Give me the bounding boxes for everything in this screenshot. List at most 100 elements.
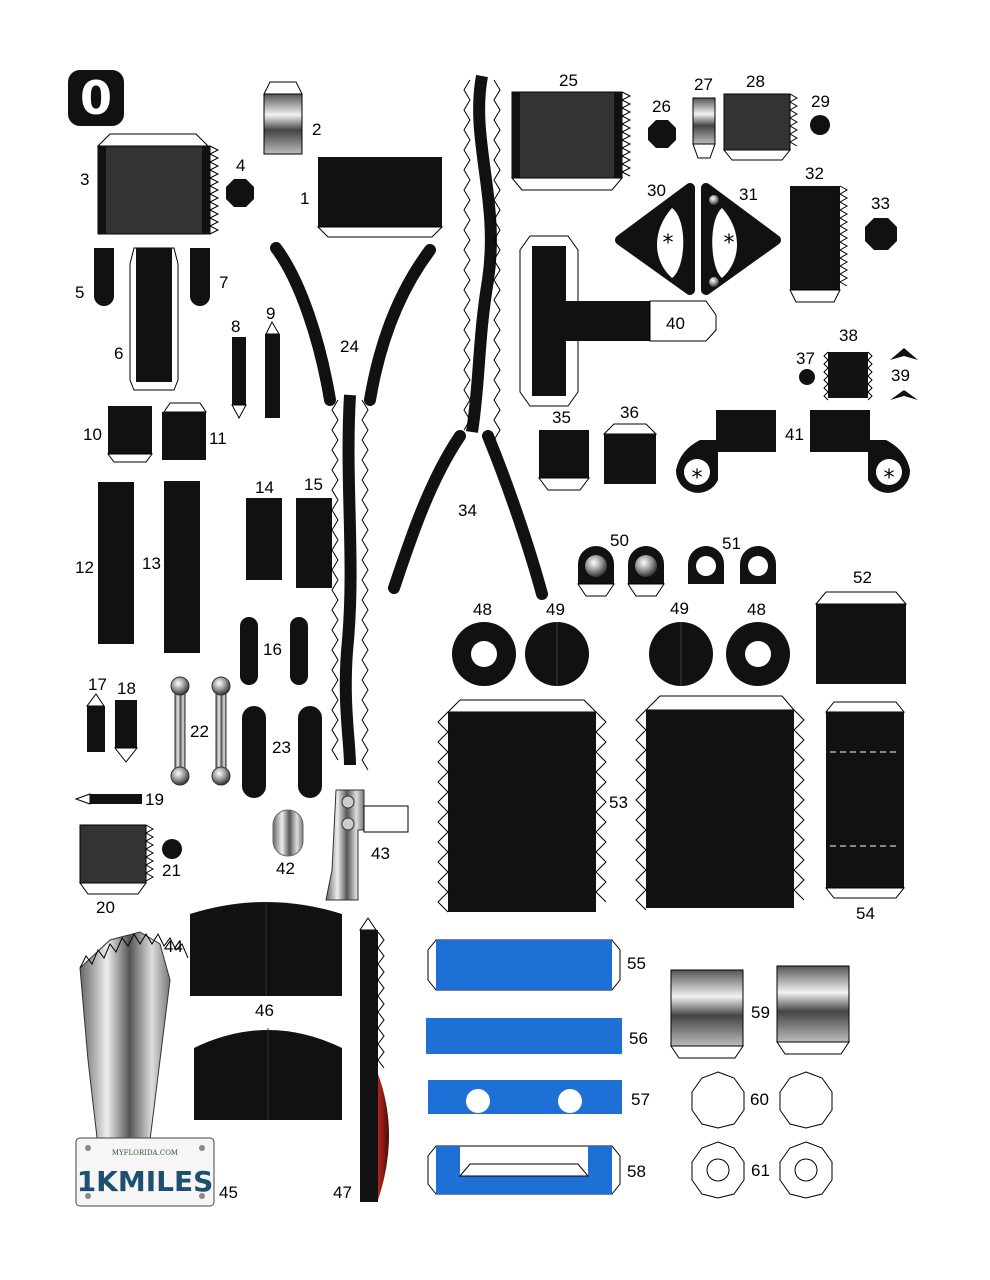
part-54 (824, 701, 906, 899)
part-59 (670, 965, 850, 1059)
part-label-4: 4 (236, 156, 246, 175)
part-41 (675, 410, 911, 493)
part-label-32: 32 (805, 164, 824, 183)
part-23-right (298, 706, 322, 798)
part-label-30: 30 (647, 181, 666, 200)
star-mark-41-left: * (692, 466, 703, 491)
part-label-2: 2 (312, 120, 322, 139)
part-label-43: 43 (371, 844, 390, 863)
part-43 (325, 789, 409, 901)
part-39-bottom (890, 390, 918, 400)
part-label-52: 52 (853, 568, 872, 587)
part-13 (164, 481, 200, 653)
part-label-13: 13 (142, 554, 161, 573)
part-label-37: 37 (796, 349, 815, 368)
part-39-top (890, 348, 918, 360)
part-label-51: 51 (722, 534, 741, 553)
part-26 (648, 120, 676, 148)
part-8 (231, 337, 247, 420)
part-55 (427, 939, 621, 991)
part-12 (98, 482, 134, 644)
part-50 (577, 546, 665, 597)
part-28 (722, 93, 799, 161)
part-32 (789, 185, 849, 303)
part-44 (79, 931, 189, 1147)
part-label-28: 28 (746, 72, 765, 91)
part-label-48b: 48 (747, 600, 766, 619)
part-label-19: 19 (145, 790, 164, 809)
part-31 (701, 183, 781, 295)
part-label-1: 1 (300, 189, 310, 208)
part-47 (359, 917, 389, 1202)
part-51 (688, 546, 776, 584)
part-45-license-plate (75, 1137, 215, 1207)
part-17 (86, 693, 105, 752)
part-56 (426, 1018, 622, 1054)
part-1 (316, 157, 444, 238)
part-35 (538, 430, 590, 491)
part-7 (190, 248, 210, 306)
part-9 (265, 320, 280, 418)
part-29 (810, 115, 830, 135)
part-25 (510, 91, 632, 191)
part-label-27: 27 (694, 75, 713, 94)
part-label-55: 55 (627, 954, 646, 973)
part-label-14: 14 (255, 478, 274, 497)
part-52 (814, 591, 908, 684)
part-53 (437, 695, 805, 913)
part-label-47: 47 (333, 1183, 352, 1202)
star-mark-41-right: * (884, 466, 895, 491)
part-20 (79, 824, 155, 895)
part-label-54: 54 (856, 904, 875, 923)
part-label-48a: 48 (473, 600, 492, 619)
page-number-badge: 0 (68, 70, 124, 126)
part-label-58: 58 (627, 1162, 646, 1181)
part-label-22: 22 (190, 722, 209, 741)
part-label-56: 56 (629, 1029, 648, 1048)
part-label-42: 42 (276, 859, 295, 878)
part-label-25: 25 (559, 71, 578, 90)
part-37 (799, 369, 815, 385)
part-24 (270, 242, 436, 771)
part-label-31: 31 (739, 185, 758, 204)
part-label-9: 9 (266, 304, 276, 323)
part-label-8: 8 (231, 317, 241, 336)
part-label-23: 23 (272, 738, 291, 757)
part-30 (615, 183, 695, 295)
part-label-61: 61 (751, 1161, 770, 1180)
part-label-46: 46 (255, 1001, 274, 1020)
part-label-40: 40 (666, 314, 685, 333)
part-36 (602, 423, 658, 484)
part-label-57: 57 (631, 1090, 650, 1109)
part-57 (428, 1080, 622, 1114)
part-label-49a: 49 (546, 600, 565, 619)
part-61 (691, 1141, 833, 1199)
part-19 (74, 793, 142, 805)
part-16-left (240, 617, 258, 685)
part-label-41: 41 (785, 425, 804, 444)
part-60 (691, 1071, 833, 1129)
part-label-59: 59 (751, 1003, 770, 1022)
part-label-38: 38 (839, 326, 858, 345)
part-label-17: 17 (88, 675, 107, 694)
part-label-33: 33 (871, 194, 890, 213)
part-label-44: 44 (164, 937, 183, 956)
part-label-15: 15 (304, 475, 323, 494)
part-label-39: 39 (891, 366, 910, 385)
part-label-60: 60 (750, 1090, 769, 1109)
part-46 (190, 902, 342, 1120)
part-label-36: 36 (620, 403, 639, 422)
part-label-50: 50 (610, 531, 629, 550)
part-5 (94, 248, 114, 306)
part-10 (107, 406, 153, 463)
part-label-20: 20 (96, 898, 115, 917)
part-label-53: 53 (609, 793, 628, 812)
part-27 (692, 97, 716, 159)
part-18 (113, 700, 139, 763)
part-3 (96, 133, 220, 235)
part-49-left (525, 622, 589, 686)
part-label-18: 18 (117, 679, 136, 698)
part-40 (519, 235, 717, 407)
part-49-right (649, 622, 713, 686)
